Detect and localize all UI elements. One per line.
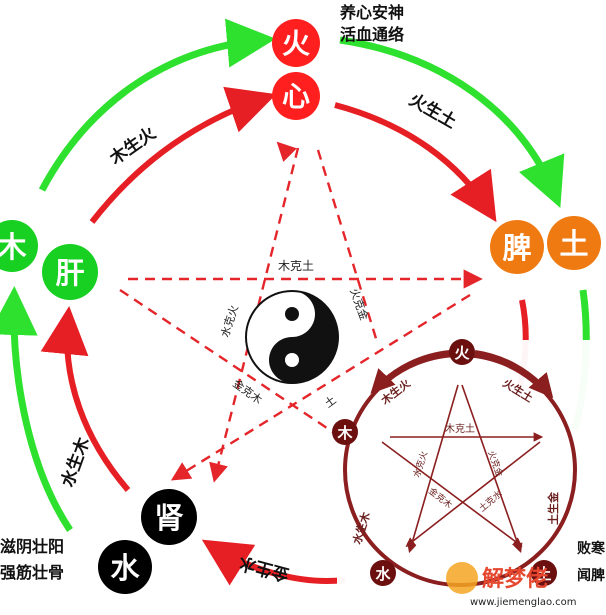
inset-node-water — [370, 560, 396, 586]
green-arc-left — [0, 286, 73, 532]
green-arc-top-right — [339, 36, 565, 208]
label-metal-controls-wood: 金克木 — [230, 376, 265, 407]
node-wood-element — [0, 220, 38, 272]
node-earth-organ-label: 脾 — [502, 231, 531, 265]
node-water-element-label: 水 — [110, 551, 140, 585]
arrow-wood-fire — [89, 86, 277, 224]
arrow-metal-water — [201, 539, 346, 586]
watermark-brand: 解梦佬 — [482, 566, 548, 592]
label-fire-generates-earth: 火生土 — [406, 89, 461, 133]
earth-annotation-partial2: 闻脾 — [577, 567, 605, 584]
label-fire-controls-metal: 火克金 — [347, 286, 371, 322]
node-water-organ — [141, 489, 197, 545]
label-metal-generates-water: 金生水 — [236, 552, 293, 586]
inset-label-earth-metal: 土生金 — [546, 491, 560, 525]
fire-annotation-line2: 活血通络 — [340, 25, 404, 44]
node-earth-element — [547, 216, 601, 270]
node-earth-element-label: 土 — [559, 227, 588, 261]
watermark: 解梦佬 www.jiemenglao.com — [446, 562, 576, 608]
inset-diagram: 火 木 水 土 木生火 火生土 水生木 土生金 木克土 水克火 火克金 金克木 … — [332, 337, 606, 615]
label-water-generates-wood: 水生木 — [57, 434, 95, 490]
fire-annotation-line1: 养心安神 — [339, 3, 404, 22]
watermark-logo-icon — [446, 562, 478, 594]
arrow-fire-earth — [334, 102, 497, 223]
water-annotation-line2: 强筋壮骨 — [0, 563, 64, 582]
node-wood-element-label: 木 — [0, 230, 27, 264]
generating-arrows — [40, 86, 529, 586]
node-fire-organ — [272, 72, 320, 120]
node-fire-organ-label: 心 — [282, 80, 310, 113]
inset-node-wood-label: 木 — [336, 424, 353, 442]
inset-node-water-label: 水 — [375, 565, 391, 583]
node-earth-organ — [490, 220, 544, 274]
water-annotation-line1: 滋阴壮阳 — [0, 537, 64, 556]
inset-label-wood-earth: 木克土 — [445, 422, 475, 435]
arrow-water-wood — [40, 306, 131, 492]
inset-node-fire — [449, 339, 475, 365]
earth-annotation-partial1: 败寒 — [577, 540, 606, 557]
inset-node-earth-label: 土 — [536, 565, 551, 583]
green-arc-top-left — [38, 18, 276, 192]
inset-node-wood — [332, 419, 358, 445]
label-partial-earth: 土 — [322, 393, 339, 410]
watermark-url: www.jiemenglao.com — [470, 597, 576, 608]
label-water-controls-fire: 水克火 — [218, 304, 241, 339]
yin-yang-symbol — [245, 290, 339, 384]
inset-node-fire-label: 火 — [454, 344, 470, 362]
node-water-element — [98, 540, 152, 594]
label-wood-controls-earth: 木克土 — [278, 259, 314, 273]
node-fire-element — [272, 19, 320, 67]
node-wood-organ — [42, 244, 98, 300]
node-water-organ-label: 肾 — [154, 501, 183, 535]
inset-node-earth — [531, 560, 557, 586]
node-wood-organ-label: 肝 — [55, 256, 84, 290]
inset-background — [337, 337, 606, 615]
node-fire-element-label: 火 — [282, 27, 310, 60]
